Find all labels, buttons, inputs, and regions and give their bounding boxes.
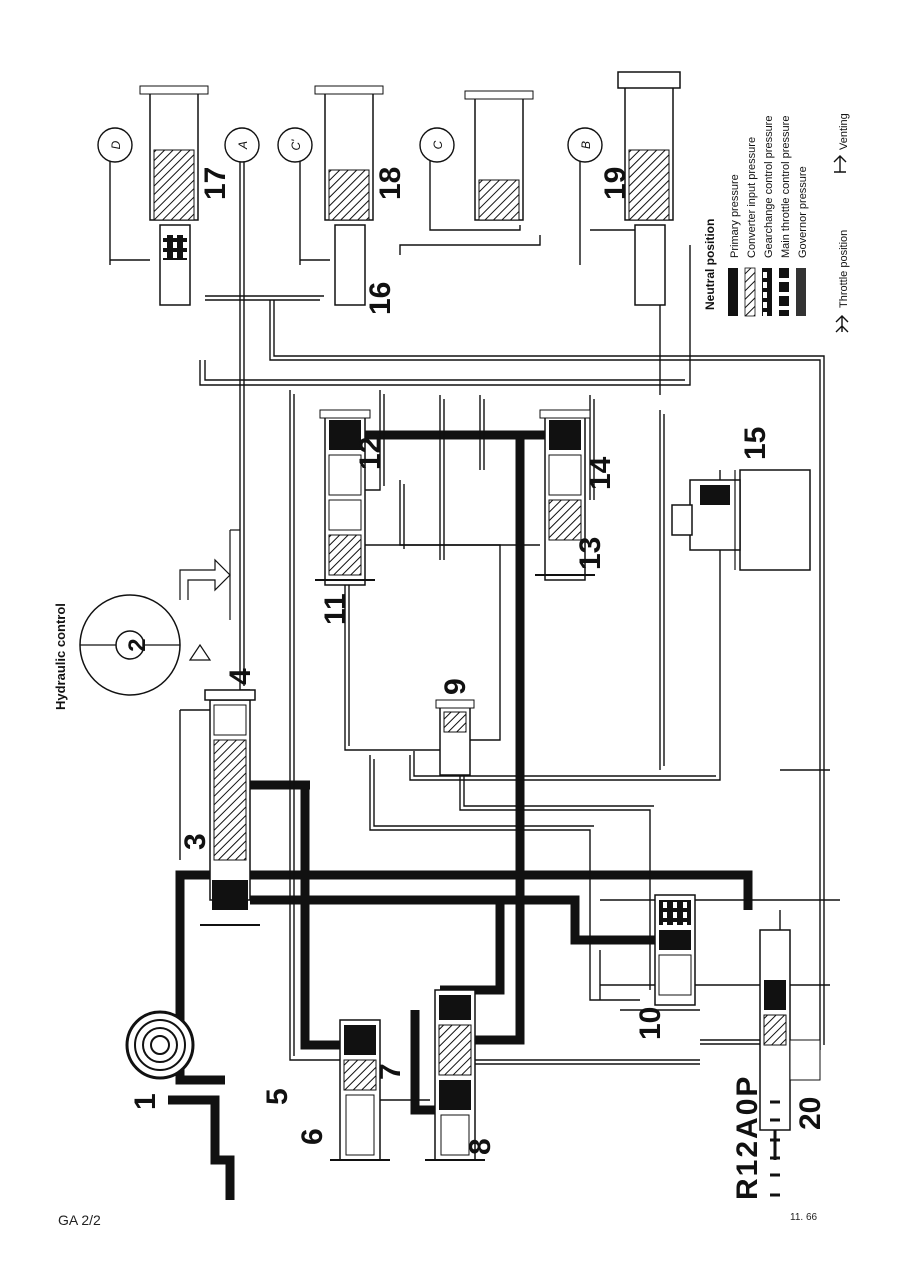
label-11: 11	[319, 593, 352, 625]
valve-11-12	[315, 409, 375, 586]
circle-c-prime-label: C'	[289, 139, 303, 151]
legend-swatch-converter	[744, 267, 756, 317]
label-10: 10	[634, 1007, 667, 1040]
label-18: 18	[374, 167, 407, 200]
cylinder-19	[617, 71, 681, 306]
circle-d-label: D	[109, 140, 123, 149]
label-15: 15	[739, 427, 772, 460]
component-2	[79, 529, 240, 696]
selector-ticks	[770, 1100, 780, 1197]
valve-5-6	[330, 1019, 390, 1161]
circle-b: B	[567, 127, 603, 163]
valve-9	[435, 699, 475, 776]
legend-label-governor: Governor pressure	[797, 166, 809, 258]
label-2: 2	[124, 638, 151, 651]
legend-swatch-gearchange	[762, 268, 772, 316]
label-1: 1	[129, 1093, 162, 1110]
document-date: 11. 66	[790, 1212, 818, 1223]
circle-a: A	[224, 127, 260, 163]
throttle-position-icon	[835, 315, 849, 333]
label-13: 13	[574, 537, 607, 570]
label-5: 5	[261, 1088, 294, 1105]
label-19: 19	[599, 167, 632, 200]
label-8: 8	[464, 1138, 497, 1155]
label-7: 7	[374, 1063, 407, 1080]
circle-c-prime: C'	[277, 127, 313, 163]
circle-d: D	[97, 127, 133, 163]
legend-swatch-governor	[796, 268, 806, 316]
legend-label-primary: Primary pressure	[729, 174, 741, 258]
pump-1	[125, 1010, 235, 1200]
circle-a-label: A	[236, 141, 250, 150]
legend-label-main-throttle: Main throttle control pressure	[780, 116, 792, 258]
legend-label-gearchange: Gearchange control pressure	[763, 116, 775, 258]
selector-20	[759, 929, 821, 1160]
venting-icon	[833, 155, 847, 173]
label-17: 17	[199, 167, 232, 200]
cylinder-18	[314, 85, 384, 306]
label-20: 20	[794, 1097, 827, 1130]
label-9: 9	[439, 678, 472, 695]
cylinder-c	[464, 90, 534, 221]
legend-label-converter: Converter input pressure	[746, 137, 758, 258]
legend: Neutral position Primary pressure Conver…	[703, 113, 850, 333]
diagram-title: Hydraulic control	[53, 603, 68, 710]
circle-b-label: B	[579, 141, 593, 149]
circle-c-label: C	[431, 140, 445, 149]
legend-throttle-position: Throttle position	[838, 230, 850, 308]
document-code: GA 2/2	[58, 1212, 101, 1228]
component-15	[671, 469, 811, 571]
label-12: 12	[354, 437, 387, 470]
label-16: 16	[364, 282, 397, 315]
valve-3-4	[200, 689, 260, 926]
component-numbers: 1 2 3 4 5 6 7 8 9 10 11 12 13 14 15 16 1…	[124, 167, 827, 1155]
legend-venting: Venting	[838, 113, 850, 150]
selector-positions: R12A0P	[731, 1075, 764, 1200]
circle-c: C	[419, 127, 455, 163]
label-14: 14	[584, 456, 617, 490]
legend-swatch-primary	[728, 268, 738, 316]
valve-13-14	[535, 409, 595, 581]
legend-heading: Neutral position	[703, 219, 717, 310]
legend-swatch-main-throttle	[779, 268, 789, 316]
label-3: 3	[179, 833, 212, 850]
label-6: 6	[296, 1128, 329, 1145]
cylinder-17	[139, 85, 209, 306]
valve-10	[654, 894, 696, 1006]
valve-7-8	[425, 989, 485, 1161]
label-4: 4	[224, 668, 257, 685]
